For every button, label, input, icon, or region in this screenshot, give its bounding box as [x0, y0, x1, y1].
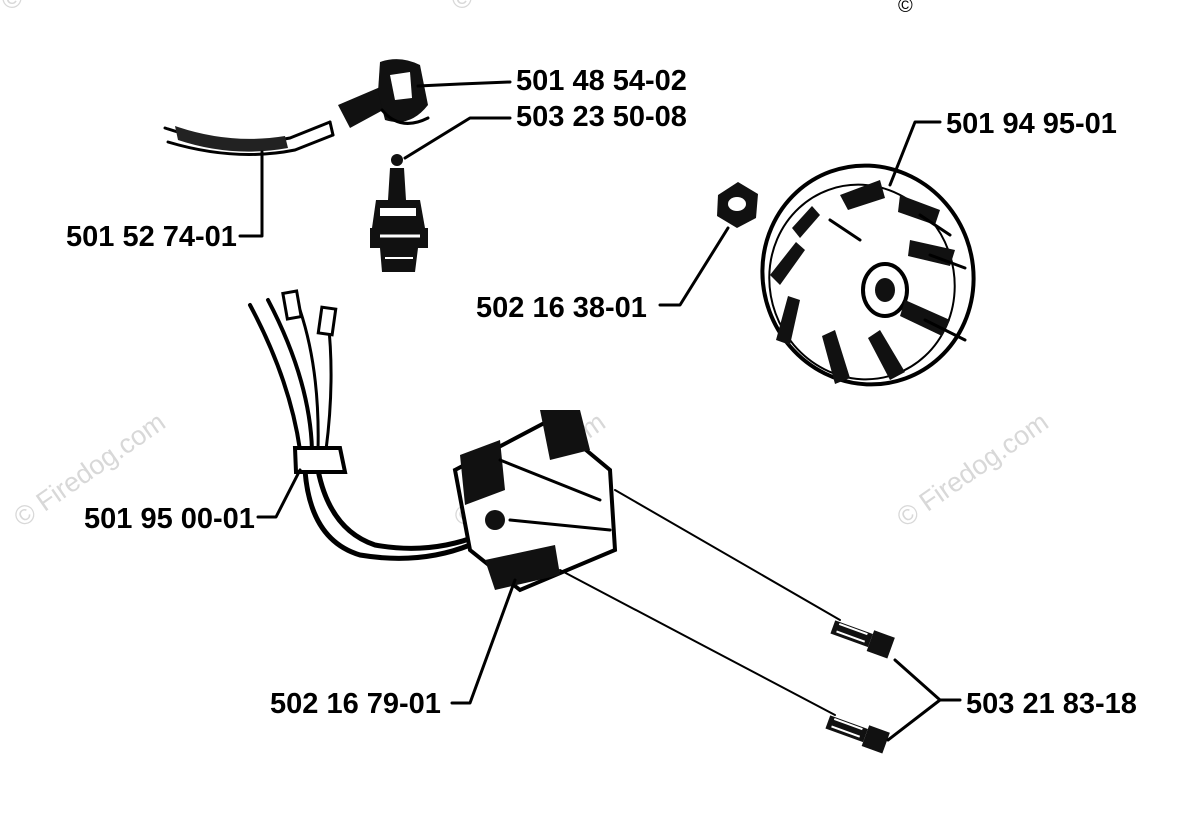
flywheel-nut-drawing: [717, 182, 758, 228]
spark-plug-drawing: [370, 154, 428, 272]
ignition-module-drawing: [248, 289, 618, 593]
screws-drawing: [559, 489, 895, 754]
watermark-top-1: ©: [2, 0, 22, 14]
label-flywheel: 501 94 95-01: [946, 108, 1117, 140]
plug-cap-drawing: [338, 59, 430, 128]
label-cable-grommet: 501 95 00-01: [84, 503, 255, 535]
watermark-right: © Firedog.com: [891, 407, 1054, 533]
part-labels: 501 48 54-02 503 23 50-08 501 94 95-01 5…: [66, 65, 1137, 720]
label-spark-plug: 503 23 50-08: [516, 101, 687, 133]
label-screws: 503 21 83-18: [966, 688, 1137, 720]
label-ignition-cable: 501 52 74-01: [66, 221, 237, 253]
label-ignition-module: 502 16 79-01: [270, 688, 441, 720]
label-flywheel-nut: 502 16 38-01: [476, 292, 647, 324]
watermark-top-2: ©: [452, 0, 472, 14]
watermark-top-3: ©: [898, 0, 913, 17]
label-plug-cap: 501 48 54-02: [516, 65, 687, 97]
ignition-cable-drawing: [163, 120, 335, 156]
leader-lines: [238, 80, 962, 742]
flywheel-drawing: [760, 163, 976, 387]
